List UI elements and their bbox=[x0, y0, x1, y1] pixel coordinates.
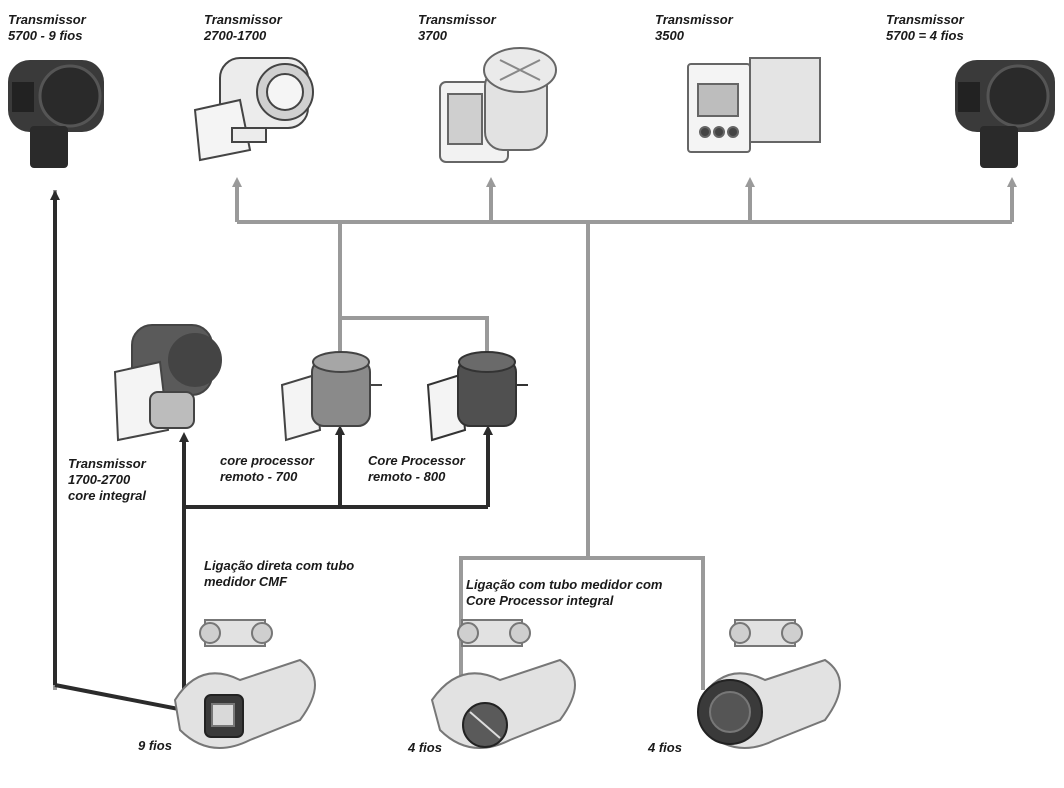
label-9-wires: 9 fios bbox=[138, 738, 172, 753]
label-line: Transmissor bbox=[8, 12, 86, 27]
label-core-processor-800: Core Processor remoto - 800 bbox=[368, 453, 465, 485]
transmitter-5700-9-icon bbox=[8, 60, 104, 168]
label-line: Ligação com tubo medidor com bbox=[466, 577, 663, 592]
label-line: medidor CMF bbox=[204, 574, 288, 589]
label-core-processor-700: core processor remoto - 700 bbox=[220, 453, 314, 485]
transmitter-2700-1700-icon bbox=[193, 57, 314, 162]
label-transmitter-5700-4: Transmissor 5700 = 4 fios bbox=[886, 12, 964, 44]
integral-left bbox=[459, 556, 588, 720]
label-4-wires-right: 4 fios bbox=[648, 740, 682, 755]
label-line: core processor bbox=[220, 453, 314, 468]
transmitter-3500-icon bbox=[687, 57, 821, 153]
label-line: Core Processor bbox=[368, 453, 465, 468]
label-line: 3700 bbox=[418, 28, 447, 43]
label-transmitter-3500: Transmissor 3500 bbox=[655, 12, 733, 44]
label-line: Transmissor bbox=[204, 12, 282, 27]
label-transmitter-2700-1700: Transmissor 2700-1700 bbox=[204, 12, 282, 44]
label-line: 1700-2700 bbox=[68, 472, 131, 487]
label-line: 3500 bbox=[655, 28, 684, 43]
label-line: 5700 = 4 fios bbox=[886, 28, 964, 43]
label-line: Transmissor bbox=[655, 12, 733, 27]
label-integral-link: Ligação com tubo medidor com Core Proces… bbox=[466, 577, 662, 609]
label-transmitter-5700-9: Transmissor 5700 - 9 fios bbox=[8, 12, 86, 44]
label-line: Core Processor integral bbox=[466, 593, 614, 608]
gray-bus-lines bbox=[53, 177, 1017, 720]
core-processor-700-icon bbox=[280, 351, 382, 442]
flow-meter-left-icon bbox=[173, 619, 316, 749]
label-transmitter-3700: Transmissor 3700 bbox=[418, 12, 496, 44]
flow-meter-middle-icon bbox=[430, 619, 576, 749]
label-line: 5700 - 9 fios bbox=[8, 28, 83, 43]
dark-lines bbox=[50, 190, 493, 720]
label-line: Transmissor bbox=[68, 456, 146, 471]
cp-branch bbox=[338, 316, 489, 356]
flow-meter-right-icon bbox=[697, 619, 841, 749]
label-4-wires-middle: 4 fios bbox=[408, 740, 442, 755]
integral-right bbox=[588, 556, 705, 690]
transmitter-5700-4-icon bbox=[955, 60, 1055, 168]
label-line: core integral bbox=[68, 488, 147, 503]
transmitter-3700-icon bbox=[439, 47, 557, 163]
core-processor-800-icon bbox=[426, 351, 528, 442]
label-line: Transmissor bbox=[886, 12, 964, 27]
transmitter-1700-2700-integral-icon bbox=[113, 324, 222, 442]
label-line: Ligação direta com tubo bbox=[204, 558, 355, 573]
label-direct-link: Ligação direta com tubo medidor CMF bbox=[204, 558, 354, 590]
label-transmitter-1700-2700-integral: Transmissor 1700-2700 core integral bbox=[68, 456, 146, 504]
label-line: remoto - 700 bbox=[220, 469, 298, 484]
label-line: Transmissor bbox=[418, 12, 496, 27]
label-line: 2700-1700 bbox=[204, 28, 267, 43]
label-line: remoto - 800 bbox=[368, 469, 446, 484]
